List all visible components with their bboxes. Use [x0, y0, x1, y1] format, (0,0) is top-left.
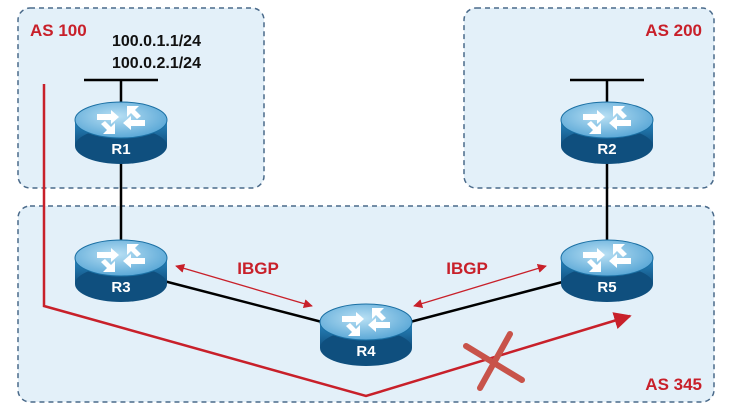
router-r3-label: R3	[111, 279, 130, 296]
as200-label: AS 200	[645, 21, 702, 40]
router-r3: R3	[74, 239, 168, 303]
blocked-x-icon	[463, 331, 525, 391]
as100-label: AS 100	[30, 21, 87, 40]
router-r1-label: R1	[111, 141, 130, 158]
ibgp-r3-r4-label: IBGP	[237, 259, 279, 278]
network-prefix-2: 100.0.2.1/24	[112, 55, 201, 72]
as345-label: AS 345	[645, 375, 702, 394]
router-r5-label: R5	[597, 279, 616, 296]
router-r4: R4	[319, 303, 413, 367]
router-r1: R1	[74, 101, 168, 165]
router-r2-label: R2	[597, 141, 616, 158]
ibgp-r3-r4-arrow	[175, 263, 313, 309]
router-r2: R2	[560, 101, 654, 165]
network-prefix-1: 100.0.1.1/24	[112, 33, 201, 50]
ibgp-r4-r5-label: IBGP	[446, 259, 488, 278]
ibgp-r4-r5-arrow	[413, 264, 547, 308]
router-r5: R5	[560, 239, 654, 303]
router-r4-label: R4	[356, 343, 376, 360]
